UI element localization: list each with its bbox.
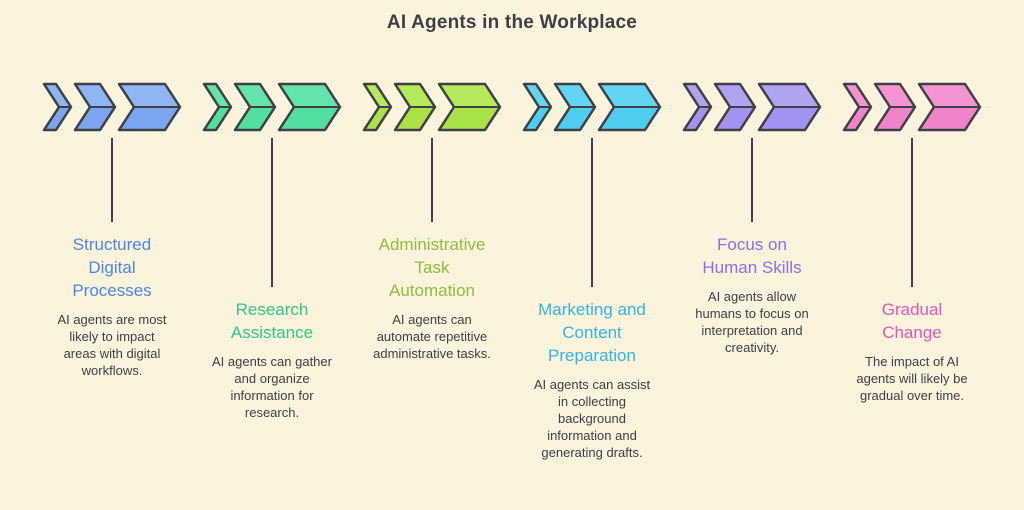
page-title: AI Agents in the Workplace	[386, 12, 638, 33]
chevron-arrows-icon	[842, 82, 982, 132]
timeline-columns: Structured Digital Processes AI agents a…	[32, 82, 992, 461]
chevron-arrows-icon	[682, 82, 822, 132]
timeline-item-administrative-task-automation: Administrative Task Automation AI agents…	[352, 82, 512, 461]
item-title: Focus on Human Skills	[702, 235, 802, 277]
chevron-arrows-icon	[42, 82, 182, 132]
chevron-arrows-icon	[202, 82, 342, 132]
item-description: AI agents allow humans to focus on inter…	[695, 289, 809, 355]
timeline-item-research-assistance: Research Assistance AI agents can gather…	[192, 82, 352, 461]
timeline-item-focus-on-human-skills: Focus on Human Skills AI agents allow hu…	[672, 82, 832, 461]
item-description: The impact of AI agents will likely be g…	[856, 354, 968, 403]
connector-line	[271, 138, 273, 287]
item-title: Structured Digital Processes	[72, 235, 152, 300]
item-title: Gradual Change	[881, 300, 943, 342]
item-title: Research Assistance	[230, 300, 314, 342]
item-description: AI agents can automate repetitive admini…	[373, 312, 491, 361]
timeline-item-gradual-change: Gradual Change The impact of AI agents w…	[832, 82, 992, 461]
timeline-item-marketing-content-preparation: Marketing and Content Preparation AI age…	[512, 82, 672, 461]
item-title: Administrative Task Automation	[378, 235, 486, 300]
item-description: AI agents can assist in collecting backg…	[533, 377, 651, 460]
connector-line	[111, 138, 113, 222]
timeline-item-structured-digital-processes: Structured Digital Processes AI agents a…	[32, 82, 192, 461]
connector-line	[431, 138, 433, 222]
connector-line	[591, 138, 593, 287]
connector-line	[911, 138, 913, 287]
item-description: AI agents can gather and organize inform…	[212, 354, 332, 420]
connector-line	[751, 138, 753, 222]
chevron-arrows-icon	[362, 82, 502, 132]
item-title: Marketing and Content Preparation	[538, 300, 646, 365]
chevron-arrows-icon	[522, 82, 662, 132]
item-description: AI agents are most likely to impact area…	[57, 312, 167, 378]
